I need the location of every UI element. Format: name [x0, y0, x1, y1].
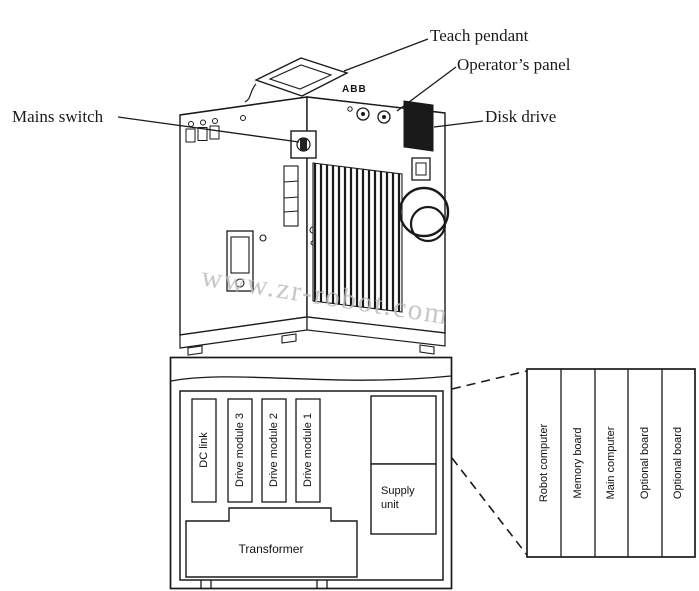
teach-pendant-drawing	[244, 57, 349, 103]
operators-panel-line	[396, 66, 457, 112]
disk-drive-slot	[403, 100, 434, 152]
detail-dashed-lines	[451, 370, 528, 556]
board-label-memory-board: Memory board	[572, 427, 584, 499]
board-label-optional-board-2: Optional board	[672, 426, 684, 500]
label-disk-drive: Disk drive	[485, 107, 557, 126]
module-label-drive-1: Drive module 1	[302, 413, 314, 487]
detail-dashed-line-top	[451, 370, 528, 390]
supply-unit-label: Supply unit	[381, 485, 415, 512]
label-teach-pendant: Teach pendant	[430, 26, 529, 45]
cabinet-foot	[419, 344, 435, 355]
module-box-drive-2	[261, 398, 287, 503]
label-operators-panel: Operator’s panel	[457, 55, 571, 74]
detail-dashed-line-bottom	[451, 457, 528, 556]
transformer-label: Transformer	[238, 542, 304, 556]
mains-switch-drawing	[290, 130, 317, 159]
mains-switch-line	[117, 116, 300, 143]
indicator-lamps	[185, 115, 246, 143]
cabinet-foot	[187, 345, 203, 356]
cabinet-foot	[281, 333, 297, 344]
cabinet-feet-ticks	[200, 580, 328, 588]
module-box-dc-link	[191, 398, 217, 503]
operator-panel-buttons	[347, 106, 391, 124]
pointer-lines	[117, 38, 484, 143]
board-panel	[526, 368, 696, 558]
module-label-drive-3: Drive module 3	[234, 413, 246, 487]
vent-grille	[312, 162, 403, 313]
module-box-drive-3	[227, 398, 253, 503]
module-label-dc-link: DC link	[198, 432, 210, 468]
door-connector	[226, 230, 267, 292]
supply-unit-box	[370, 463, 437, 535]
teach-pendant-line	[343, 38, 429, 72]
board-panel-dividers	[560, 369, 663, 557]
schematic-cabinet	[169, 356, 453, 590]
schematic-lid-curve	[170, 375, 452, 382]
board-panel-outline	[526, 368, 696, 558]
supply-unit-upper-box	[370, 395, 437, 465]
label-mains-switch: Mains switch	[12, 107, 104, 126]
board-label-robot-computer: Robot computer	[538, 423, 550, 503]
board-label-optional-board-1: Optional board	[639, 426, 651, 500]
board-label-main-computer: Main computer	[605, 426, 617, 500]
module-box-drive-1	[295, 398, 321, 503]
disk-drive-line	[433, 120, 484, 128]
cable-loop	[398, 157, 450, 243]
abb-logo-text: ABB	[342, 84, 367, 95]
module-label-drive-2: Drive module 2	[268, 413, 280, 487]
transformer-box	[185, 507, 358, 578]
cabinet-base-side	[306, 316, 446, 347]
